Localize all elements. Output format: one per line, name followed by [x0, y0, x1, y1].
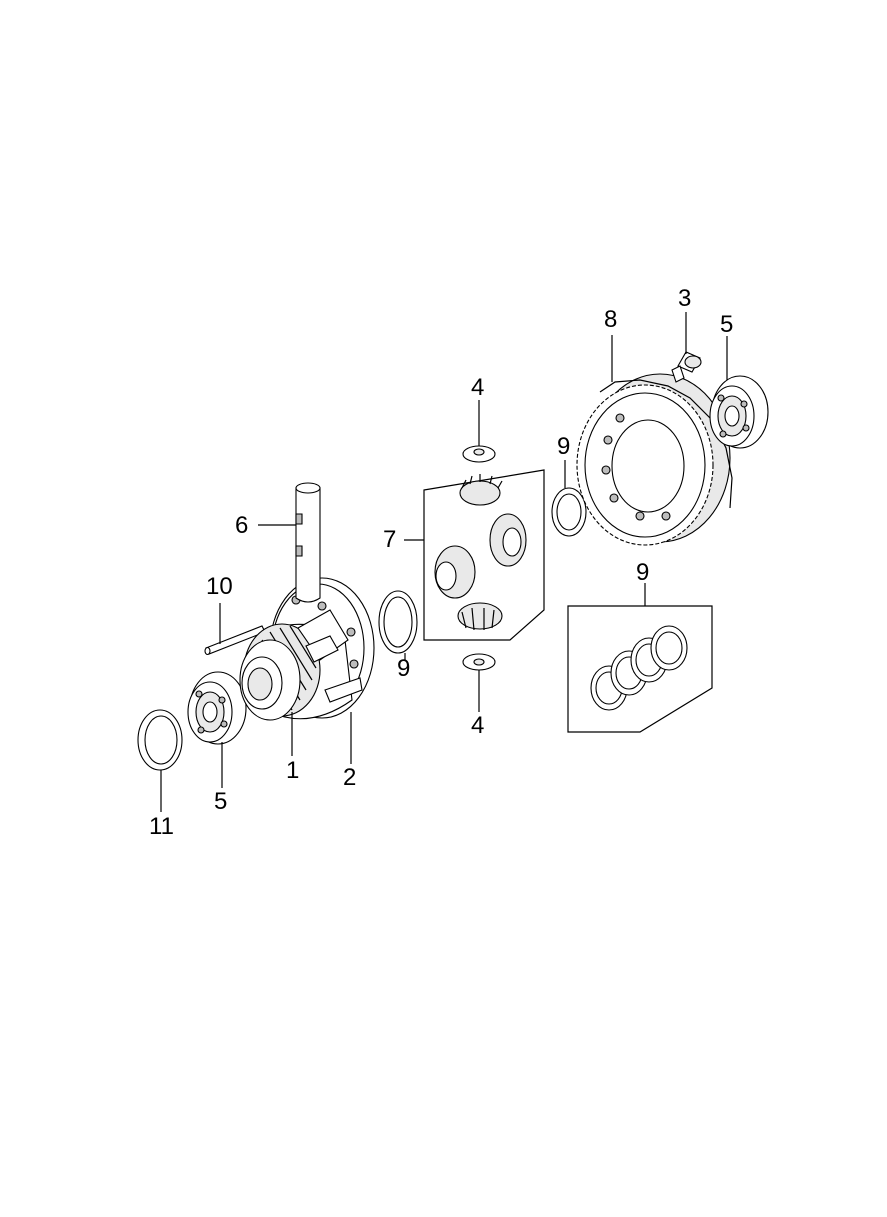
part-3-bolt — [671, 351, 702, 383]
part-5-bearing-left — [187, 671, 247, 745]
part-5-bearing-right — [709, 375, 769, 449]
part-11-washer — [137, 709, 183, 771]
part-9-shim-left — [378, 590, 418, 654]
callout-1: 1 — [286, 757, 300, 784]
callout-10: 10 — [206, 573, 233, 600]
callout-7: 7 — [383, 526, 397, 553]
callout-5-left: 5 — [214, 788, 228, 815]
part-7-gear-kit — [423, 469, 545, 641]
callout-9-right: 9 — [636, 559, 650, 586]
callout-8: 8 — [604, 306, 618, 333]
leader-lines — [160, 312, 728, 812]
callout-3: 3 — [678, 285, 692, 312]
part-1-case-body — [239, 609, 363, 721]
callout-9-middle: 9 — [557, 433, 571, 460]
callout-11: 11 — [149, 813, 174, 840]
callout-5-right: 5 — [720, 311, 734, 338]
callout-4-top: 4 — [471, 374, 485, 401]
part-4-washer-top — [462, 445, 496, 463]
part-6-pinion-shaft — [295, 482, 321, 603]
callout-6: 6 — [235, 512, 249, 539]
part-9-shim-middle — [551, 487, 587, 537]
part-8-ring-gear — [576, 373, 733, 546]
callout-4-bottom: 4 — [471, 712, 485, 739]
part-9-shim-set — [567, 605, 713, 733]
callout-2: 2 — [343, 764, 357, 791]
callout-9-left: 9 — [397, 655, 411, 682]
part-4-washer-bottom — [462, 653, 496, 671]
